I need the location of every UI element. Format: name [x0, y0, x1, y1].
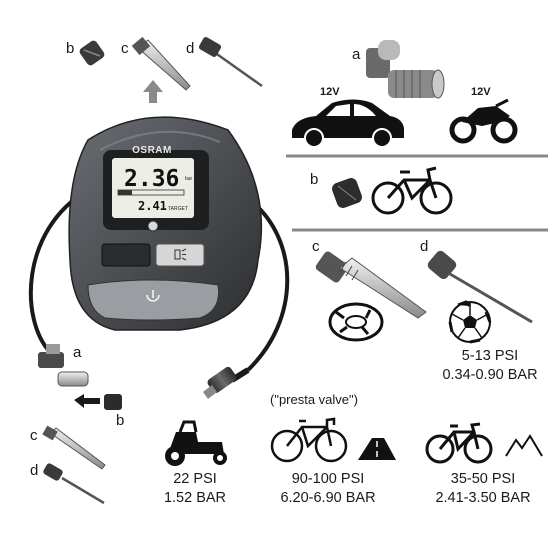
tractor-spec-bar: 1.52 BAR [163, 490, 227, 506]
label-c-top: c [121, 40, 129, 57]
mode-button[interactable] [147, 220, 159, 232]
hose-cable [246, 198, 290, 372]
light-icon [174, 248, 187, 261]
hose-adapter-a [38, 344, 89, 387]
ball-spec-psi: 5-13 PSI [461, 348, 519, 364]
ball-spec: 5-13 PSI 0.34-0.90 BAR [440, 347, 540, 385]
bottom-adapter-c [42, 425, 106, 470]
label-d-right: d [420, 238, 429, 255]
road-icon [358, 438, 396, 460]
label-c-bottom: c [30, 427, 38, 444]
label-a-right: a [352, 46, 361, 63]
soccer-ball-icon [448, 300, 492, 344]
swim-ring-icon [328, 302, 384, 342]
tractor-spec: 22 PSI 1.52 BAR [150, 470, 240, 508]
top-adapter-c [131, 36, 191, 91]
bicycle-icon [371, 166, 453, 215]
cigarette-plug [203, 366, 250, 399]
mountain-icon [505, 434, 543, 457]
label-d-bottom: d [30, 462, 39, 479]
top-adapter-b [79, 40, 105, 66]
road-bike-icon [270, 417, 348, 463]
adapter-b-right [332, 178, 362, 208]
lcd-target-label: TARGET [168, 206, 188, 212]
top-adapter-d [198, 37, 263, 88]
mountain-bike-icon [425, 422, 493, 464]
label-b-right: b [310, 171, 319, 188]
road-bike-spec: 90-100 PSI 6.20-6.90 BAR [262, 470, 394, 508]
mountain-bike-spec-psi: 35-50 PSI [450, 471, 516, 487]
tractor-spec-psi: 22 PSI [173, 471, 217, 487]
road-bike-spec-bar: 6.20-6.90 BAR [280, 490, 376, 506]
adapter-c-right [315, 251, 427, 319]
lcd-screen [112, 158, 194, 218]
car-voltage: 12V [320, 86, 340, 98]
power-cable [28, 188, 90, 354]
lcd-target-value: 2.41 [138, 199, 167, 213]
mountain-bike-spec: 35-50 PSI 2.41-3.50 BAR [420, 470, 546, 508]
bottom-adapter-d [43, 463, 105, 505]
left-arrow-icon [74, 394, 100, 408]
road-bike-spec-psi: 90-100 PSI [291, 471, 365, 487]
motorcycle-voltage: 12V [471, 86, 491, 98]
car-icon [292, 99, 404, 148]
label-c-right: c [312, 238, 320, 255]
motorcycle-icon [449, 98, 518, 144]
ball-spec-bar: 0.34-0.90 BAR [442, 367, 538, 383]
mountain-bike-spec-bar: 2.41-3.50 BAR [435, 490, 531, 506]
hose-adapter-b [104, 394, 122, 410]
power-pad[interactable] [87, 279, 220, 321]
unit-button[interactable] [101, 243, 151, 267]
label-d-top: d [186, 40, 195, 57]
lcd-pressure: 2.36 [124, 166, 179, 192]
adapter-a-large [366, 40, 445, 99]
presta-note: ("presta valve") [270, 392, 358, 407]
label-b-top: b [66, 40, 75, 57]
lawn-tractor-icon [165, 420, 227, 466]
lcd-unit: bar [185, 176, 193, 182]
up-arrow-icon [143, 80, 163, 103]
adapter-d-right [427, 250, 533, 324]
lcd-level-bar [117, 189, 185, 196]
label-a-hose: a [73, 344, 82, 361]
power-icon [146, 290, 160, 302]
label-b-hose: b [116, 412, 125, 429]
brand-logo: OSRAM [132, 145, 172, 156]
